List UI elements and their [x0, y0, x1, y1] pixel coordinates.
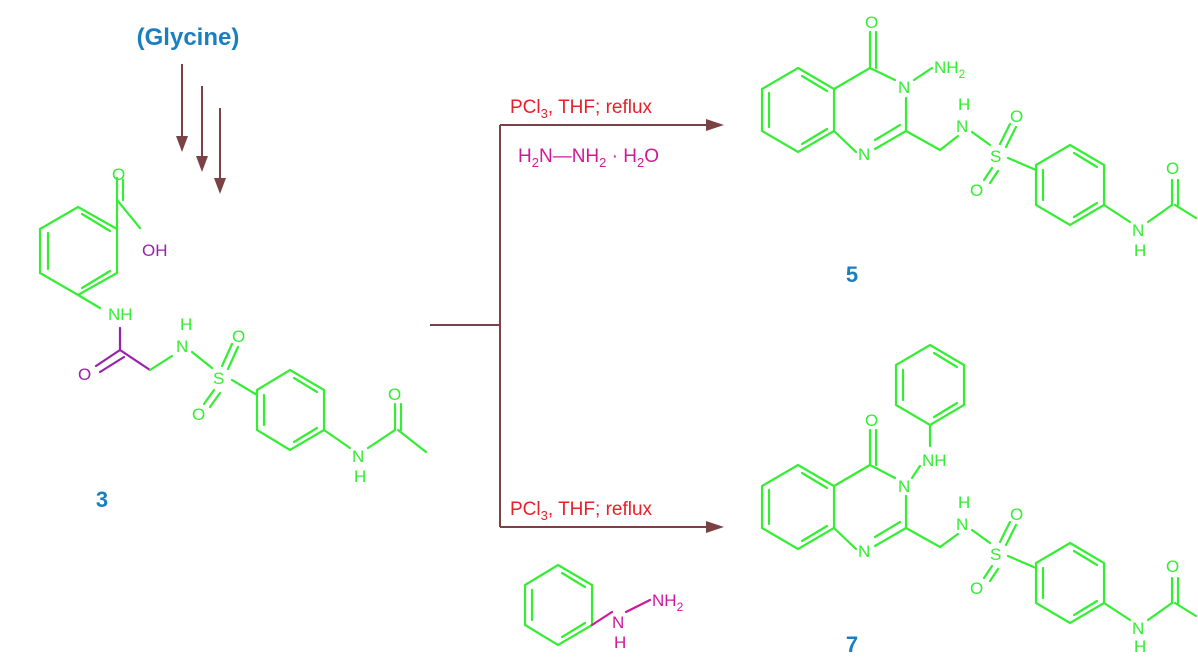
multistep-arrows: [176, 64, 226, 194]
structure-compound-5: O N NH2 N H N S O O N H O: [760, 13, 1198, 260]
atom-o-s1: O: [1010, 505, 1023, 524]
atom-o: O: [112, 165, 125, 184]
atom-nh2: NH2: [934, 58, 966, 81]
atom-n3: N: [898, 477, 910, 496]
atom-h: H: [958, 493, 970, 512]
atom-n3: N: [898, 78, 910, 97]
atom-o-amide: O: [78, 365, 91, 384]
atom-o-s1: O: [232, 327, 245, 346]
atom-nh: NH: [108, 305, 133, 324]
atom-h-acetamide: H: [1134, 637, 1146, 656]
atom-o-s2: O: [970, 181, 983, 200]
reagent-phenylhydrazine: N H NH2: [523, 563, 684, 652]
atom-s: S: [990, 147, 1001, 166]
atom-o-s2: O: [970, 579, 983, 598]
structure-compound-7: NH O N N H N S O O: [760, 343, 1198, 656]
atom-n1: N: [858, 145, 870, 164]
atom-o-s2: O: [192, 405, 205, 424]
atom-h-phenylhydrazine: H: [614, 633, 626, 652]
atom-s: S: [990, 545, 1001, 564]
compound-7-number: 7: [846, 632, 858, 657]
conditions-top: PCl3, THF; reflux: [510, 97, 653, 121]
atom-o: O: [865, 411, 878, 430]
atom-n-acetamide: N: [1132, 619, 1144, 638]
atom-n-phenylhydrazine: N: [612, 613, 624, 632]
conditions-bottom: PCl3, THF; reflux: [510, 499, 653, 523]
atom-o-acetamide: O: [1166, 159, 1179, 178]
compound-5-number: 5: [846, 262, 858, 287]
atom-o-s1: O: [1010, 107, 1023, 126]
structure-compound-3: O OH NH O H N S O O N H O: [38, 165, 428, 486]
atom-nh2-phenylhydrazine: NH2: [652, 591, 684, 614]
atom-h: H: [180, 315, 192, 334]
atom-s: S: [213, 369, 224, 388]
atom-n-acetamide: N: [352, 447, 364, 466]
compound-3-number: 3: [96, 487, 108, 512]
atom-n1: N: [858, 542, 870, 561]
atom-h: H: [958, 95, 970, 114]
atom-o-acetamide: O: [388, 385, 401, 404]
atom-oh: OH: [142, 241, 168, 260]
atom-h-acetamide: H: [1134, 241, 1146, 260]
atom-n: N: [176, 337, 188, 356]
atom-o: O: [865, 13, 878, 32]
atom-o-acetamide: O: [1166, 557, 1179, 576]
atom-n-sulfonamide: N: [956, 515, 968, 534]
atom-h-acetamide: H: [354, 467, 366, 486]
atom-nh-phenyl: NH: [922, 451, 947, 470]
atom-n-sulfonamide: N: [956, 117, 968, 136]
atom-n-acetamide: N: [1132, 221, 1144, 240]
branch-arrow: [430, 119, 724, 533]
glycine-label: (Glycine): [137, 24, 240, 51]
reagent-hydrazine-hydrate: H2N—NH2 · H2O: [518, 146, 659, 170]
